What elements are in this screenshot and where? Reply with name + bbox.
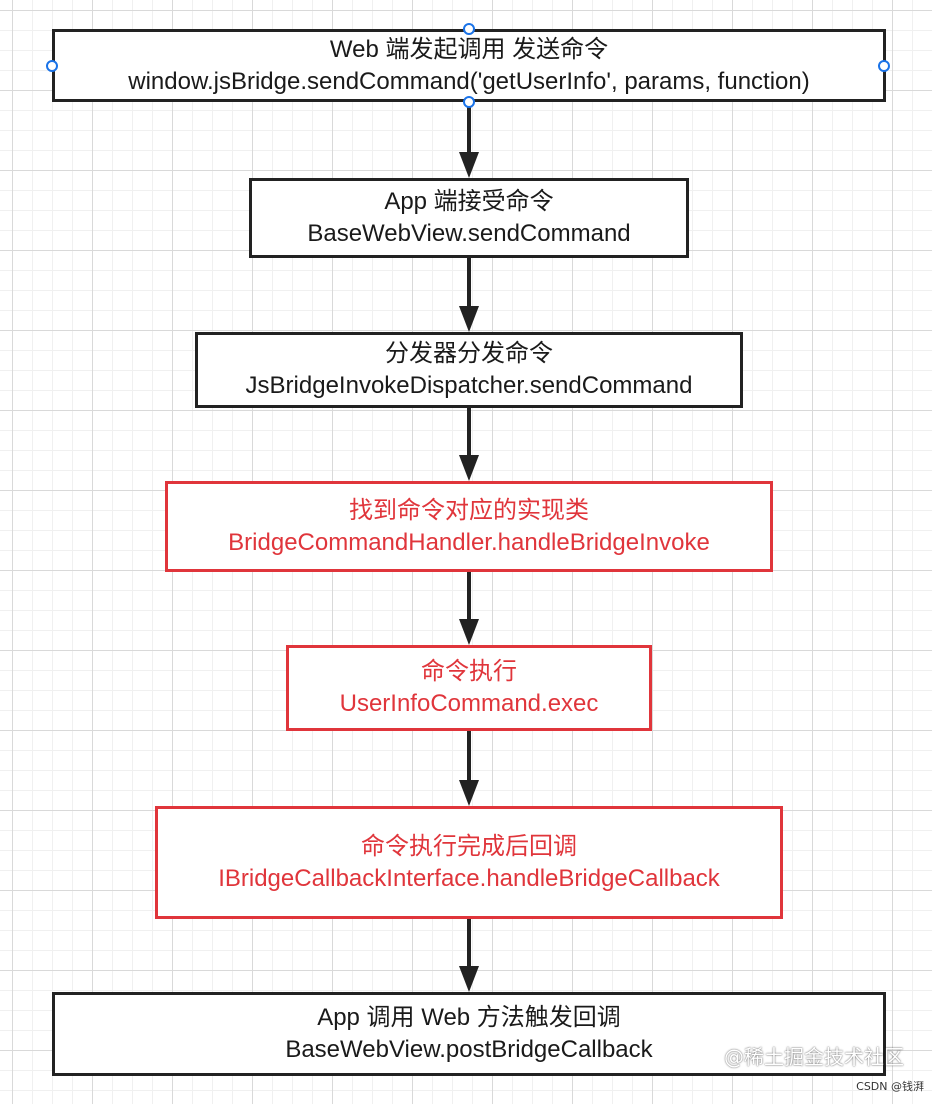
edge-1-2 — [459, 258, 479, 332]
juejin-watermark: @稀土掘金技术社区 — [724, 1045, 904, 1069]
node-method: IBridgeCallbackInterface.handleBridgeCal… — [218, 864, 720, 892]
node-method: JsBridgeInvokeDispatcher.sendCommand — [245, 372, 693, 399]
node-method: UserInfoCommand.exec — [339, 690, 599, 717]
node-method: BridgeCommandHandler.handleBridgeInvoke — [228, 528, 710, 556]
node-title: 分发器分发命令 — [385, 340, 553, 367]
node-app-call-web-callback[interactable]: App 调用 Web 方法触发回调 BaseWebView.postBridge… — [52, 992, 886, 1076]
node-callback-interface[interactable]: 命令执行完成后回调 IBridgeCallbackInterface.handl… — [155, 806, 783, 919]
edge-2-3 — [459, 408, 479, 481]
node-dispatcher[interactable]: 分发器分发命令 JsBridgeInvokeDispatcher.sendCom… — [195, 332, 743, 408]
selection-handle-top[interactable] — [463, 23, 475, 35]
selection-handle-right[interactable] — [878, 60, 890, 72]
selection-handle-bottom[interactable] — [463, 96, 475, 108]
edge-5-6 — [459, 919, 479, 992]
node-title: 找到命令对应的实现类 — [349, 496, 589, 524]
node-web-send-command[interactable]: Web 端发起调用 发送命令 window.jsBridge.sendComma… — [52, 29, 886, 102]
node-title: Web 端发起调用 发送命令 — [329, 35, 609, 63]
node-title: 命令执行 — [421, 658, 517, 685]
edge-3-4 — [459, 572, 479, 645]
node-app-receive-command[interactable]: App 端接受命令 BaseWebView.sendCommand — [249, 178, 689, 258]
edge-4-5 — [459, 731, 479, 806]
node-method: BaseWebView.postBridgeCallback — [285, 1036, 653, 1063]
node-command-exec[interactable]: 命令执行 UserInfoCommand.exec — [286, 645, 652, 731]
node-title: 命令执行完成后回调 — [361, 832, 577, 860]
csdn-watermark: CSDN @钱湃 — [856, 1080, 924, 1093]
edge-0-1 — [459, 102, 479, 178]
selection-handle-left[interactable] — [46, 60, 58, 72]
node-title: App 端接受命令 — [384, 188, 554, 215]
node-method: window.jsBridge.sendCommand('getUserInfo… — [128, 67, 810, 95]
node-command-handler[interactable]: 找到命令对应的实现类 BridgeCommandHandler.handleBr… — [165, 481, 773, 572]
node-title: App 调用 Web 方法触发回调 — [317, 1004, 621, 1031]
node-method: BaseWebView.sendCommand — [307, 220, 631, 247]
